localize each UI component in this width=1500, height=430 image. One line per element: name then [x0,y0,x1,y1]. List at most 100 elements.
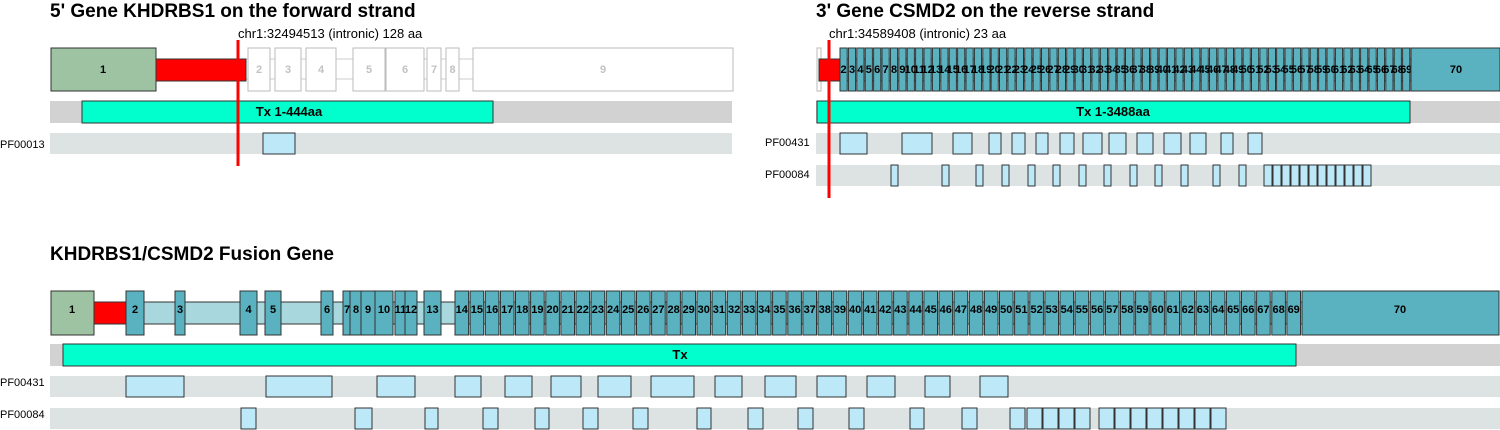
fusion-exon-label-47: 47 [955,304,967,316]
gene5-exon-label-7: 7 [431,64,437,76]
fusion-exon-label-44: 44 [909,304,922,316]
gene3-exon-28 [1057,47,1067,92]
fusion-exon-label-14: 14 [456,304,469,316]
gene3-exon-label-34: 34 [1106,64,1119,76]
gene3-exon-label-27: 27 [1047,64,1059,76]
fusion-exon-label-7: 7 [344,304,350,316]
gene5-exon-label-5: 5 [366,64,372,76]
gene5-exon-2 [247,47,271,92]
gene3-exon-label-56: 56 [1291,64,1303,76]
fusion-exon-label-31: 31 [713,304,725,316]
gene5-exon-3 [274,47,302,92]
gene3-exon-27 [1049,47,1058,92]
fusion-exon-47 [953,290,969,336]
fusion-exon-21 [560,290,576,336]
fusion-exon-label-64: 64 [1212,304,1225,316]
fusion-exon-25 [620,290,636,336]
gene3-domain-pf00084-23 [1344,164,1354,187]
fusion-domain-pf00084-10 [797,407,814,430]
fusion-exon-label-51: 51 [1015,304,1027,316]
fusion-domain-pf00084-11 [848,407,865,430]
gene3-exon-label-21: 21 [997,64,1009,76]
gene3-domain-pf00084-24 [1353,164,1363,187]
fusion-exon-label-52: 52 [1030,304,1042,316]
fusion-exon-label-58: 58 [1121,304,1133,316]
fusion-domain-pf00084-1 [240,407,257,430]
gene3-exon-44 [1192,47,1201,92]
gene3-exon-label-23: 23 [1014,64,1026,76]
gene3-exon-label-17: 17 [963,64,975,76]
fusion-exon-label-10: 10 [378,304,390,316]
gene5-domain-track-pf00013 [50,133,732,154]
gene3-exon-45 [1200,47,1209,92]
gene5-exon-1 [50,47,157,92]
gene3-exon-2 [839,47,848,92]
gene3-exon-4 [856,47,865,92]
fusion-exon-19 [530,290,545,336]
gene3-exon-25 [1032,47,1041,92]
gene3-exon-16 [957,47,966,92]
gene3-domain-label-pf00084: PF00084 [765,169,810,181]
fusion-exon-label-13: 13 [426,304,438,316]
gene3-exon-label-51: 51 [1249,64,1261,76]
gene3-exon-54 [1276,47,1285,92]
gene3-exon-56 [1292,47,1302,92]
gene3-domain-pf00431-7 [1059,132,1075,155]
fusion-exon-label-20: 20 [546,304,558,316]
gene3-exon-label-45: 45 [1199,64,1211,76]
fusion-exon-label-63: 63 [1197,304,1209,316]
fusion-exon-35 [772,290,787,336]
fusion-domain-label-pf00084: PF00084 [0,409,45,421]
gene3-exon-46 [1209,47,1218,92]
gene3-exon-label-65: 65 [1366,64,1378,76]
gene3-exon-label-64: 64 [1358,64,1371,76]
fusion-domain-pf00084-4 [482,407,499,430]
fusion-exon-label-60: 60 [1151,304,1163,316]
gene5-title: 5' Gene KHDRBS1 on the forward strand [50,1,416,22]
gene3-domain-pf00431-2 [901,132,933,155]
fusion-domain-pf00084-16 [1042,407,1059,430]
gene3-exon-label-43: 43 [1182,64,1194,76]
fusion-domain-pf00084-7 [632,407,649,430]
gene3-exon-label-38: 38 [1140,64,1152,76]
gene3-domain-pf00431-9 [1108,132,1127,155]
fusion-exon-label-55: 55 [1076,304,1088,316]
gene5-retained-region [155,58,247,82]
fusion-exon-20 [545,290,560,336]
fusion-exon-42 [878,290,893,336]
gene3-exon-38 [1141,47,1151,92]
fusion-exon-label-53: 53 [1046,304,1058,316]
fusion-exon-34 [757,290,772,336]
fusion-exon-63 [1195,290,1211,336]
gene3-exon-5 [864,47,873,92]
fusion-exon-69 [1286,290,1302,336]
gene3-exon-label-68: 68 [1392,64,1404,76]
fusion-exon-label-57: 57 [1106,304,1118,316]
gene3-exon-label-53: 53 [1266,64,1278,76]
fusion-domain-pf00084-5 [534,407,550,430]
fusion-domain-pf00084-17 [1058,407,1075,430]
fusion-exon-label-42: 42 [879,304,891,316]
gene3-transcript-bar [816,100,1411,124]
fusion-domain-pf00431-2 [265,375,333,398]
fusion-exon-label-26: 26 [637,304,649,316]
gene3-domain-pf00084-15 [1272,164,1282,187]
gene3-exon-label-5: 5 [866,64,872,76]
fusion-transcript-label: Tx [672,347,688,362]
fusion-exon-label-61: 61 [1167,304,1179,316]
fusion-exon-label-40: 40 [849,304,861,316]
fusion-exon-label-4: 4 [245,304,252,316]
gene3-exon-label-46: 46 [1207,64,1219,76]
gene3-domain-label-pf00431: PF00431 [765,137,810,149]
fusion-exon-10 [374,290,394,336]
fusion-exon-38 [817,290,833,336]
gene3-exon-label-61: 61 [1333,64,1345,76]
gene3-exon-label-55: 55 [1282,64,1294,76]
fusion-exon-label-12: 12 [405,304,417,316]
gene3-domain-pf00431-10 [1136,132,1154,155]
fusion-domain-pf00431-6 [550,375,582,398]
gene3-exon-label-16: 16 [955,64,967,76]
gene3-exon-label-69: 69 [1400,64,1412,76]
gene3-domain-pf00431-5 [1011,132,1026,155]
gene3-exon-label-3: 3 [849,64,855,76]
